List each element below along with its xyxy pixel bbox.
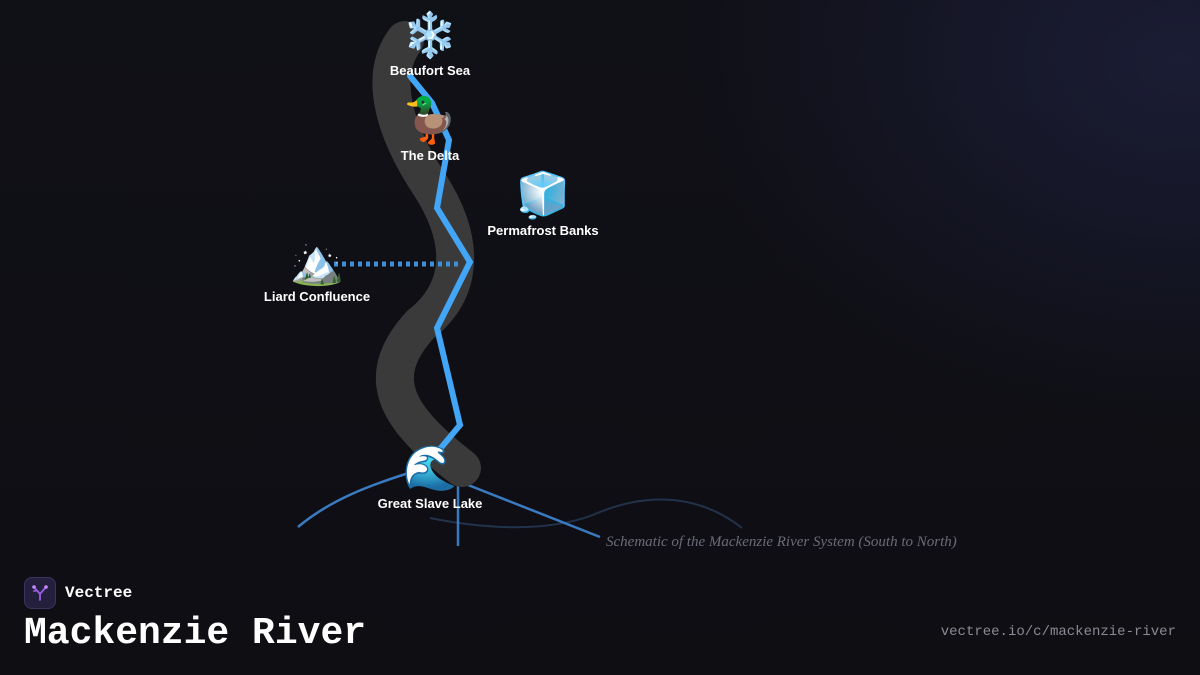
node-great-slave-lake[interactable]: 🌊 Great Slave Lake (378, 443, 483, 511)
ice-cube-icon: 🧊 (516, 170, 571, 221)
node-beaufort-sea[interactable]: ❄️ Beaufort Sea (390, 10, 471, 78)
diagram-caption: Schematic of the Mackenzie River System … (606, 534, 957, 550)
lake-shoreline-left (297, 470, 413, 528)
node-label: Beaufort Sea (390, 63, 471, 78)
lake-basin-outline (429, 498, 743, 529)
mackenzie-main-channel (407, 73, 474, 458)
node-liard-confluence[interactable]: 🏔️ Liard Confluence (264, 237, 370, 304)
mountain-icon: 🏔️ (290, 237, 345, 288)
node-permafrost-banks[interactable]: 🧊 Permafrost Banks (487, 170, 598, 238)
node-label: The Delta (401, 148, 460, 163)
node-label: Liard Confluence (264, 289, 370, 304)
lake-shoreline-right (457, 479, 601, 539)
wave-icon: 🌊 (403, 443, 458, 494)
page-title: Mackenzie River (24, 612, 367, 655)
river-corridor (372, 21, 481, 487)
brand-name: Vectree (65, 584, 133, 602)
node-the-delta[interactable]: 🦆 The Delta (401, 95, 460, 163)
node-label: Permafrost Banks (487, 223, 598, 238)
source-url[interactable]: vectree.io/c/mackenzie-river (940, 624, 1176, 640)
brand[interactable]: Vectree (24, 577, 132, 609)
node-label: Great Slave Lake (378, 496, 483, 511)
snowflake-icon: ❄️ (403, 10, 458, 61)
duck-icon: 🦆 (403, 95, 458, 146)
vectree-tree-logo-icon (24, 577, 56, 609)
